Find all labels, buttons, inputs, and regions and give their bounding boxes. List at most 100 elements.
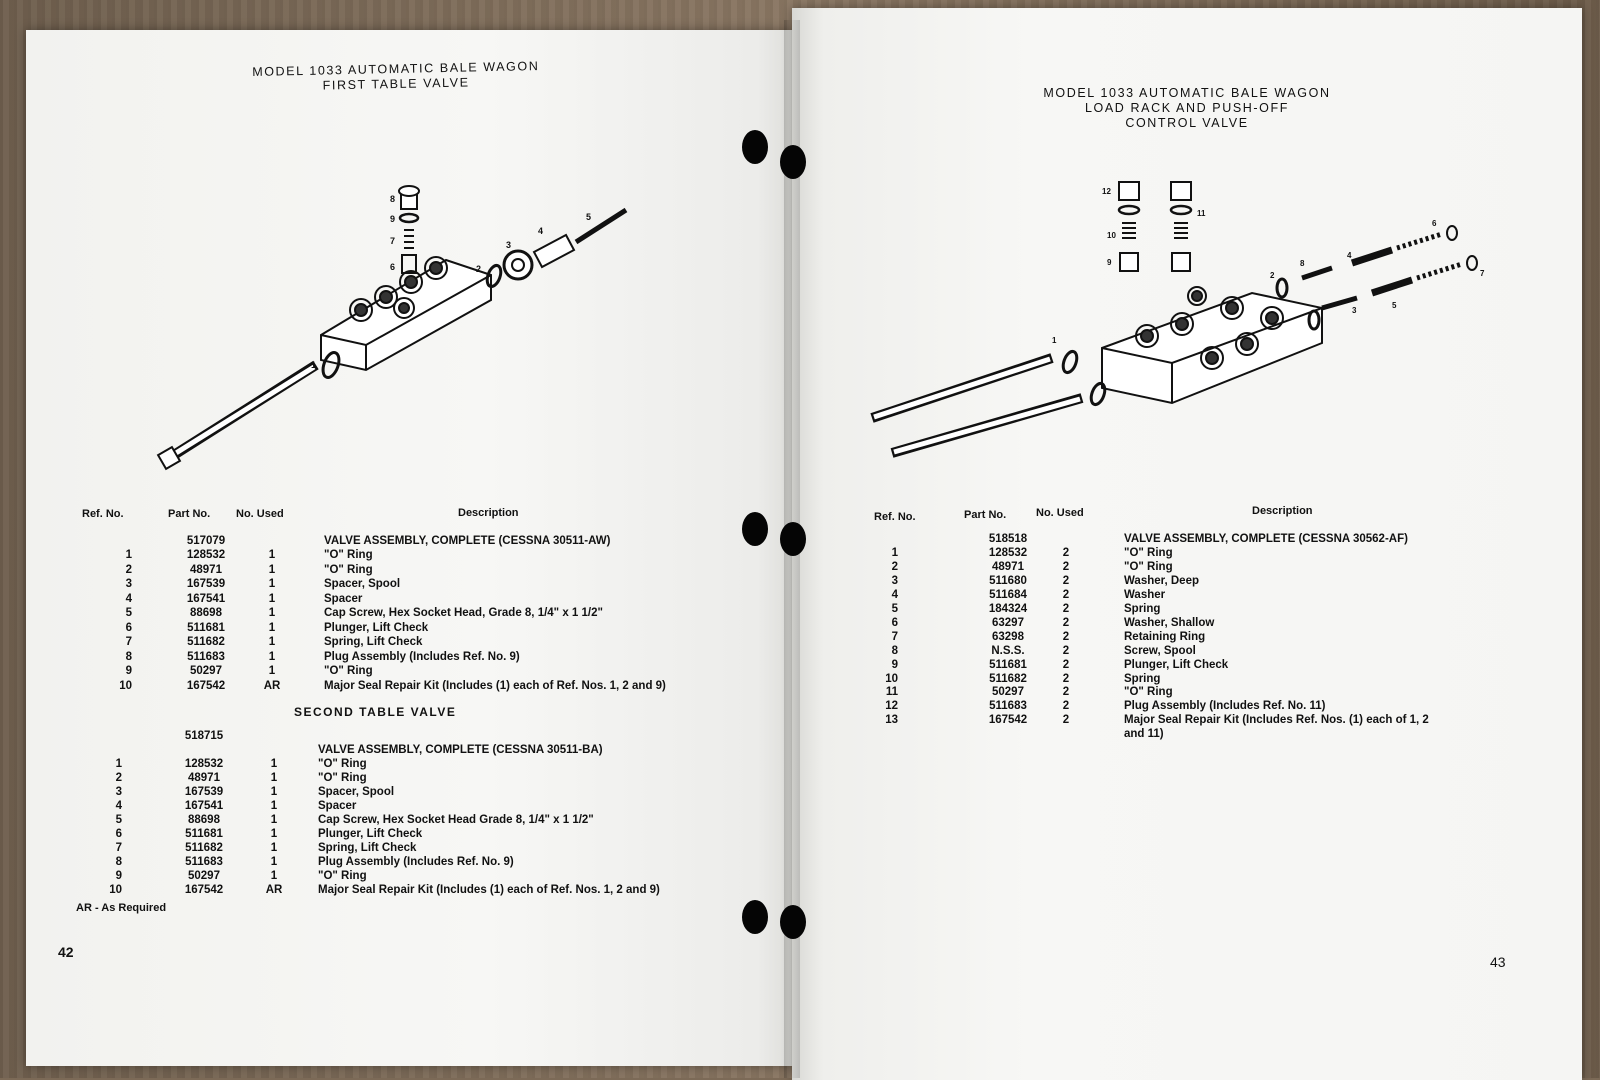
cell-part: 48971: [190, 563, 222, 576]
callout-1: 1: [311, 360, 316, 370]
cell-desc: "O" Ring: [318, 870, 367, 882]
cell-ref: 6: [115, 828, 122, 840]
cell-part: 50297: [188, 870, 220, 882]
table-row: 518715: [66, 730, 766, 744]
cell-ref: 10: [119, 679, 132, 692]
cell-ref: 7: [891, 630, 898, 643]
cell-part: 63297: [992, 616, 1024, 629]
cell-used: 2: [1062, 700, 1070, 713]
cell-desc: Plug Assembly (Includes Ref. No. 9): [318, 856, 514, 868]
callout-8: 8: [390, 194, 395, 204]
cell-desc: Spring: [1124, 672, 1161, 685]
second-table-valve-heading: SECOND TABLE VALVE: [294, 705, 457, 719]
cell-part: 167539: [186, 578, 226, 591]
right-title-line3: CONTROL VALVE: [1125, 116, 1249, 130]
cell-ref: 3: [891, 574, 898, 587]
cell-desc: Spacer, Spool: [324, 578, 401, 591]
cell-part: 167542: [988, 714, 1028, 727]
cell-ref: 1: [125, 549, 132, 562]
cell-used: 2: [1062, 686, 1070, 699]
cell-desc: Plug Assembly (Includes Ref. No. 9): [324, 650, 520, 663]
binder-hole: [742, 512, 768, 546]
right-page: MODEL 1033 AUTOMATIC BALE WAGON LOAD RAC…: [792, 8, 1582, 1080]
first-table-valve-diagram: 1 2 3 4 5 6 7 8 9: [156, 185, 628, 471]
cell-part: 88698: [190, 607, 222, 620]
cell-part: 167542: [186, 679, 226, 692]
cell-desc: Major Seal Repair Kit (Includes (1) each…: [318, 884, 660, 896]
cell-used: 2: [1062, 588, 1070, 601]
cell-ref: 9: [125, 665, 132, 678]
cell-used: 1: [268, 665, 276, 678]
cell-used: AR: [263, 679, 281, 692]
callout-4: 4: [538, 226, 543, 236]
cell-desc: "O" Ring: [1124, 560, 1173, 573]
cell-used: 2: [1062, 616, 1070, 629]
cell-part: 167541: [186, 592, 226, 605]
cell-part: 88698: [188, 814, 220, 826]
cell-ref: 10: [885, 672, 898, 685]
callout-r3: 3: [1352, 306, 1357, 315]
cell-part: 184324: [988, 602, 1028, 615]
cell-part: 50297: [992, 686, 1024, 699]
cell-part: 511681: [989, 658, 1027, 671]
cell-ref: 3: [115, 786, 122, 798]
cell-part: 128532: [186, 549, 226, 562]
cell-used: 2: [1062, 644, 1070, 657]
cell-used: 1: [268, 607, 276, 620]
cell-desc: "O" Ring: [1124, 546, 1173, 559]
cell-part: 167542: [184, 884, 224, 896]
cell-used: 1: [270, 786, 278, 798]
cell-ref: 9: [115, 870, 122, 882]
cell-desc: Retaining Ring: [1124, 630, 1206, 643]
left-header-ref: Ref. No.: [82, 508, 124, 520]
cell-part: 511682: [989, 672, 1027, 685]
binder-hole: [742, 900, 768, 934]
cell-used: AR: [265, 884, 283, 896]
cell-used: 2: [1062, 602, 1070, 615]
callout-6: 6: [390, 262, 395, 272]
right-header-desc: Description: [1252, 505, 1313, 517]
cell-desc: Spring, Lift Check: [324, 636, 423, 649]
cell-used: 2: [1062, 672, 1070, 685]
cell-part: 48971: [188, 772, 220, 784]
right-title-line1: MODEL 1033 AUTOMATIC BALE WAGON: [1043, 86, 1331, 100]
right-header-ref: Ref. No.: [874, 511, 916, 523]
callout-r8: 8: [1300, 259, 1305, 268]
cell-desc: Plunger, Lift Check: [324, 621, 429, 634]
cell-desc: Spacer: [318, 800, 357, 812]
callout-r5: 5: [1392, 301, 1397, 310]
cell-ref: 8: [125, 650, 132, 663]
cell-desc: "O" Ring: [324, 563, 373, 576]
left-header-desc: Description: [458, 507, 519, 519]
cell-part: 518715: [184, 730, 224, 742]
callout-r6: 6: [1432, 219, 1437, 228]
cell-used: 1: [270, 828, 278, 840]
cell-desc: VALVE ASSEMBLY, COMPLETE (CESSNA 30511-A…: [324, 535, 611, 547]
cell-desc: Plunger, Lift Check: [318, 828, 423, 840]
left-header-part: Part No.: [168, 508, 211, 520]
cell-ref: 8: [891, 644, 898, 657]
cell-used: 2: [1062, 630, 1070, 643]
cell-desc: Washer, Shallow: [1124, 616, 1215, 629]
cell-ref: 11: [885, 686, 898, 699]
cell-ref: 12: [885, 700, 898, 713]
cell-part: 48971: [992, 560, 1024, 573]
as-required-note: AR - As Required: [76, 902, 167, 914]
cell-desc: Washer: [1124, 588, 1166, 601]
callout-r12: 12: [1102, 187, 1111, 196]
